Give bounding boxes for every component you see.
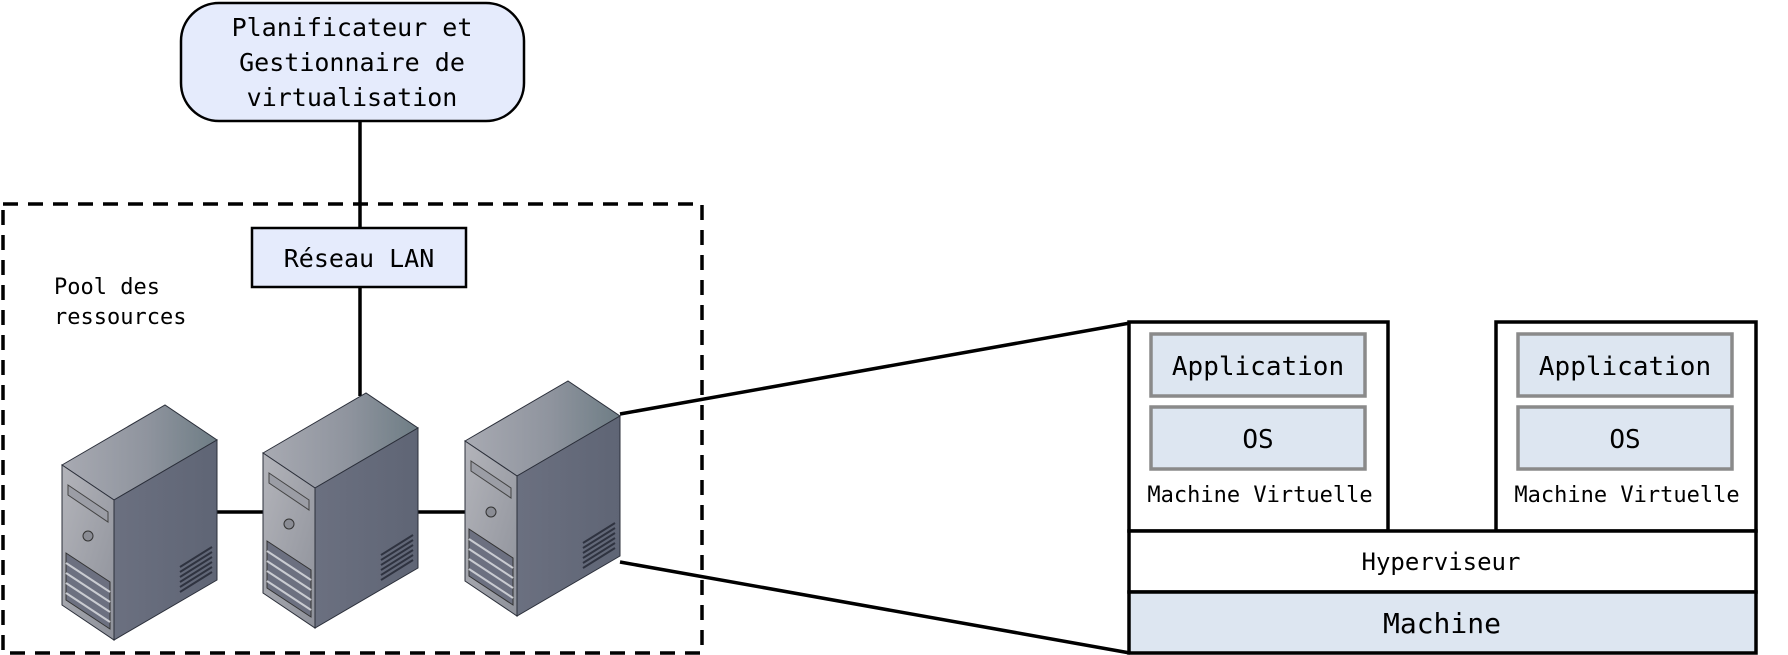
server-tower-icon (464, 380, 621, 617)
vm-2-os-label: OS (1609, 425, 1640, 455)
server-3[interactable] (464, 380, 621, 617)
pool-label-line2: ressources (54, 305, 186, 330)
server-1[interactable] (61, 404, 218, 641)
scheduler-line2: Gestionnaire de (239, 48, 465, 77)
pool-label-line1: Pool des (54, 275, 160, 300)
scheduler-line3: virtualisation (247, 83, 458, 112)
vm-1[interactable]: Application OS Machine Virtuelle (1127, 320, 1390, 533)
machine-box (1127, 590, 1758, 655)
vm-1-application-box[interactable] (1149, 332, 1367, 398)
vm-2-os-box[interactable] (1516, 405, 1734, 471)
lan-label: Réseau LAN (284, 244, 435, 273)
server-tower-icon (61, 404, 218, 641)
vm-2[interactable]: Application OS Machine Virtuelle (1494, 320, 1758, 533)
machine-label: Machine (1383, 607, 1501, 640)
scheduler-line1: Planificateur et (232, 13, 473, 42)
vm-2-label: Machine Virtuelle (1514, 483, 1739, 508)
connectors (217, 120, 1131, 655)
vm-2-application-label: Application (1539, 352, 1711, 382)
scheduler-box (179, 1, 526, 123)
scheduler-node[interactable]: Planificateur et Gestionnaire de virtual… (179, 1, 526, 123)
server-tower-icon (262, 392, 419, 629)
lan-node[interactable]: Réseau LAN (250, 226, 468, 289)
vm-2-application-box[interactable] (1516, 332, 1734, 398)
vm-1-application-label: Application (1172, 352, 1344, 382)
hypervisor-layer[interactable]: Hyperviseur (1127, 529, 1758, 594)
lan-box (250, 226, 468, 289)
vm-1-label: Machine Virtuelle (1147, 483, 1372, 508)
zoom-line-bottom (619, 560, 1131, 655)
vm-1-os-label: OS (1242, 425, 1273, 455)
hypervisor-label: Hyperviseur (1362, 548, 1521, 576)
server-2[interactable] (262, 392, 419, 629)
machine-layer[interactable]: Machine (1127, 590, 1758, 655)
vm-1-os-box[interactable] (1149, 405, 1367, 471)
virtualization-stack: Application OS Machine Virtuelle Applica… (1127, 320, 1758, 655)
zoom-line-top (619, 321, 1131, 416)
hypervisor-box (1127, 529, 1758, 594)
